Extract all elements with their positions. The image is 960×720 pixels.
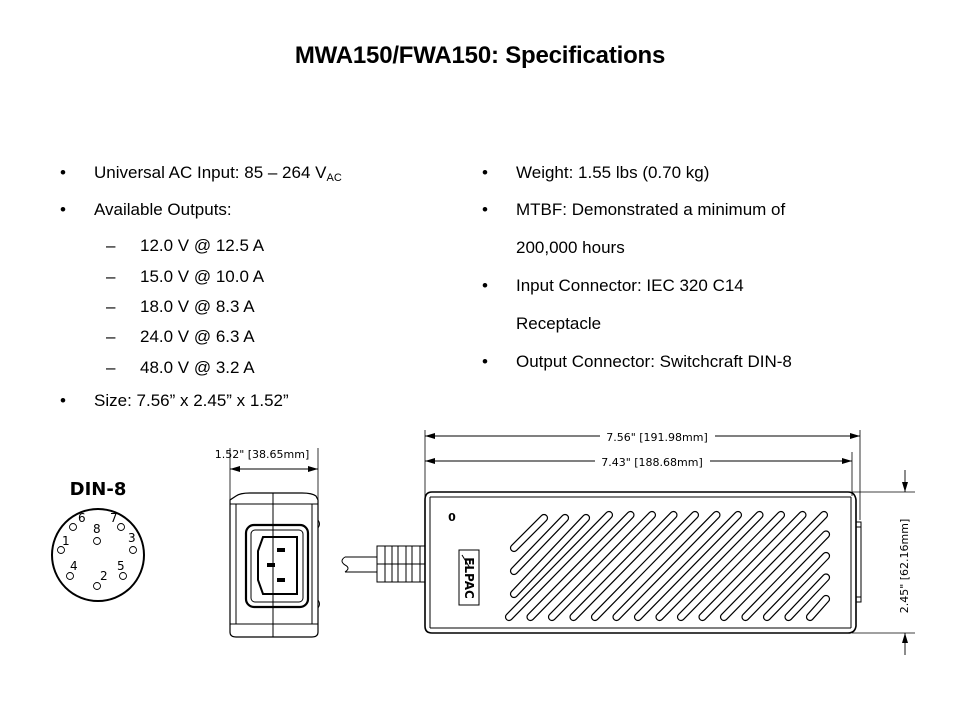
pin-label: 3 bbox=[128, 531, 136, 545]
pin-label: 2 bbox=[100, 569, 108, 583]
vent-slot bbox=[633, 510, 743, 622]
end-view: 1.52" [38.65mm] bbox=[215, 448, 320, 638]
dash: – bbox=[106, 327, 116, 346]
pin-hole bbox=[129, 546, 137, 554]
bullet: • bbox=[482, 352, 488, 371]
output-value: 15.0 V @ 10.0 A bbox=[140, 267, 265, 286]
body-length-dim: 7.43" [188.68mm] bbox=[601, 456, 703, 469]
power-symbol: 0 bbox=[448, 511, 456, 524]
vent-slot bbox=[590, 510, 700, 622]
output-value: 12.0 V @ 12.5 A bbox=[140, 236, 265, 255]
bullet: • bbox=[482, 200, 488, 219]
strain-relief bbox=[376, 545, 426, 583]
bullet: • bbox=[60, 200, 66, 219]
vent-slot bbox=[806, 594, 830, 622]
spec-input-connector-cont: Receptacle bbox=[516, 314, 601, 334]
input-voltage-text: Universal AC Input: 85 – 264 V bbox=[94, 163, 327, 182]
vent-slot bbox=[526, 510, 635, 622]
pin-hole bbox=[117, 523, 125, 531]
iec-pin bbox=[277, 578, 285, 582]
dash: – bbox=[106, 297, 116, 316]
spec-mtbf-cont: 200,000 hours bbox=[516, 238, 625, 258]
pin-label: 1 bbox=[62, 534, 70, 548]
din8-pin-holes bbox=[57, 523, 137, 590]
end-view-width-dim: 1.52" [38.65mm] bbox=[215, 448, 310, 461]
pin-hole bbox=[93, 582, 101, 590]
pin-hole bbox=[69, 523, 77, 531]
mtbf-text-line1: MTBF: Demonstrated a minimum of bbox=[516, 200, 786, 219]
overall-length-dim: 7.56" [191.98mm] bbox=[606, 431, 708, 444]
vent-slot bbox=[504, 510, 614, 622]
bullet: • bbox=[482, 163, 488, 182]
top-view: 7.56" [191.98mm] 7.43" [188.68mm] 2.45" … bbox=[341, 430, 915, 655]
vent-slots bbox=[504, 510, 831, 622]
iec-c14-inlet bbox=[257, 536, 298, 595]
bullet: • bbox=[60, 163, 66, 182]
pin-label: 5 bbox=[117, 559, 125, 573]
din8-pinout: DIN-8 6 7 8 1 3 4 5 2 bbox=[51, 479, 145, 602]
vent-slot bbox=[741, 530, 831, 622]
dash: – bbox=[106, 267, 116, 286]
outputs-label: Available Outputs: bbox=[94, 200, 232, 219]
slide-title: MWA150/FWA150: Specifications bbox=[294, 42, 666, 69]
din8-label: DIN-8 bbox=[70, 479, 127, 500]
dash: – bbox=[106, 236, 116, 255]
vent-slot bbox=[719, 510, 829, 622]
vent-slot bbox=[509, 513, 570, 576]
pin-hole bbox=[119, 572, 127, 580]
vent-slot bbox=[509, 513, 591, 599]
pin-label: 8 bbox=[93, 522, 101, 536]
height-dim: 2.45" [62.16mm] bbox=[898, 519, 911, 614]
bullet: • bbox=[60, 391, 66, 410]
din8-shell bbox=[51, 508, 145, 602]
input-connector-text-line2: Receptacle bbox=[516, 314, 602, 333]
weight-text: Weight: 1.55 lbs (0.70 kg) bbox=[516, 163, 710, 182]
vent-slot bbox=[698, 510, 807, 622]
pin-label: 4 bbox=[70, 559, 78, 573]
bullet: • bbox=[482, 276, 488, 295]
output-value: 48.0 V @ 3.2 A bbox=[140, 358, 255, 377]
output-connector-text: Output Connector: Switchcraft DIN-8 bbox=[516, 352, 792, 371]
vent-slot bbox=[655, 510, 764, 622]
vent-slot bbox=[509, 513, 549, 553]
output-value: 24.0 V @ 6.3 A bbox=[140, 327, 255, 346]
pin-hole bbox=[66, 572, 74, 580]
iec-pin bbox=[277, 548, 285, 552]
input-connector-text-line1: Input Connector: IEC 320 C14 bbox=[516, 276, 744, 295]
pin-hole bbox=[93, 537, 101, 545]
output-value: 18.0 V @ 8.3 A bbox=[140, 297, 255, 316]
vent-slot bbox=[547, 510, 657, 622]
pin-label: 6 bbox=[78, 511, 86, 525]
pin-label: 7 bbox=[110, 511, 118, 525]
vent-slot bbox=[762, 551, 831, 622]
elpac-logo: ELPAC bbox=[458, 549, 480, 606]
vent-slot bbox=[676, 510, 786, 622]
size-text: Size: 7.56” x 2.45” x 1.52” bbox=[94, 391, 289, 410]
vent-slot bbox=[784, 573, 831, 622]
iec-pin bbox=[267, 563, 275, 567]
elpac-logo-text: ELPAC bbox=[462, 557, 476, 599]
mtbf-text-line2: 200,000 hours bbox=[516, 238, 625, 257]
input-voltage-subscript: AC bbox=[326, 172, 342, 184]
dash: – bbox=[106, 358, 116, 377]
pin-hole bbox=[57, 546, 65, 554]
vent-slot bbox=[569, 510, 678, 622]
vent-slot bbox=[612, 510, 721, 622]
